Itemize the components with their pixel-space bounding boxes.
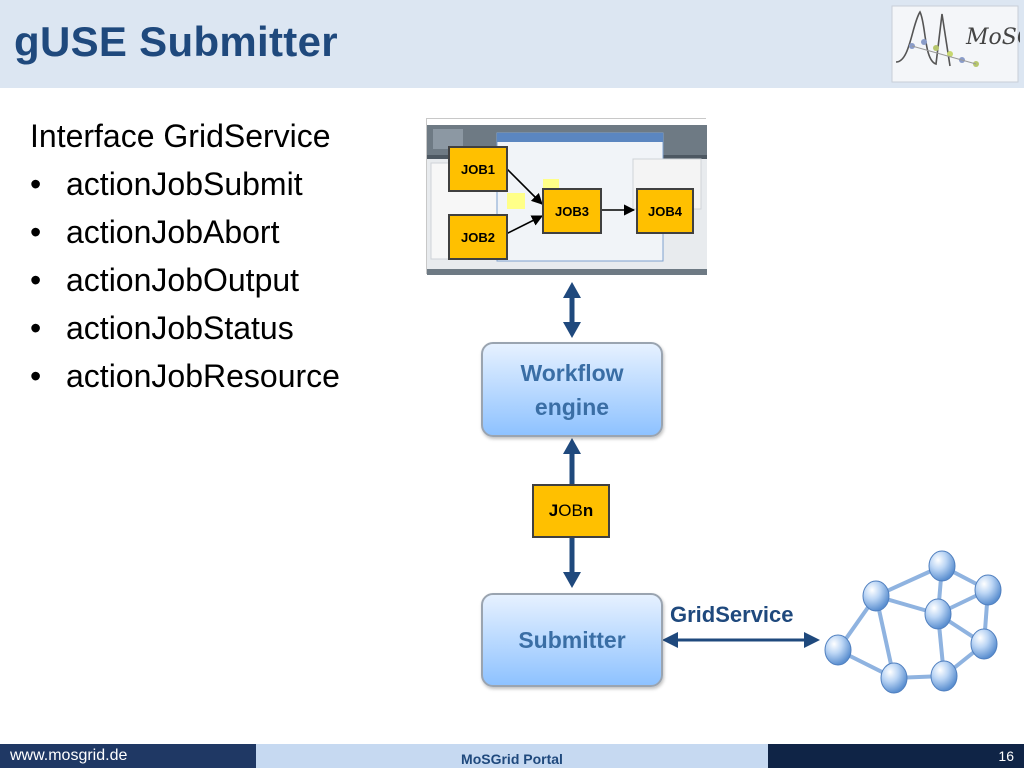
footer-portal: MoSGrid Portal <box>256 744 768 768</box>
grid-node <box>824 634 852 666</box>
footer-page-number: 16 <box>768 744 1024 768</box>
job1-node: JOB1 <box>448 146 508 192</box>
bullet-item: actionJobResource <box>30 352 340 400</box>
submitter-label: Submitter <box>518 627 626 653</box>
mosgrid-logo: MoSGrid <box>890 4 1024 84</box>
jobn-suffix: n <box>582 501 594 520</box>
jobn-prefix: J <box>548 501 559 520</box>
interface-list: Interface GridService actionJobSubmit ac… <box>30 112 340 400</box>
bullet-item: actionJobSubmit <box>30 160 340 208</box>
grid-node <box>880 662 908 694</box>
jobn-mid: OB <box>558 501 583 520</box>
job3-node: JOB3 <box>542 188 602 234</box>
job4-node: JOB4 <box>636 188 694 234</box>
bullet-item: actionJobAbort <box>30 208 340 256</box>
footer-url: www.mosgrid.de <box>0 744 256 768</box>
grid-network-icon <box>824 550 1002 694</box>
double-arrow-submitter-grid <box>662 632 820 648</box>
engine-label-line1: Workflow <box>520 359 624 386</box>
slide-header: gUSE Submitter MoSGrid <box>0 0 1024 88</box>
edge-job1-job3 <box>505 167 543 205</box>
grid-node <box>970 628 998 660</box>
bullet-item: actionJobOutput <box>30 256 340 304</box>
gridservice-label: GridService <box>670 602 794 627</box>
grid-node <box>928 550 956 582</box>
workflow-engine-box: Workflow engine <box>481 342 663 437</box>
interface-title: Interface GridService <box>30 118 331 154</box>
grid-node <box>924 598 952 630</box>
logo-text: MoSGrid <box>965 25 1020 50</box>
job2-node: JOB2 <box>448 214 508 260</box>
bullet-item: actionJobStatus <box>30 304 340 352</box>
grid-node <box>974 574 1002 606</box>
engine-label-line2: engine <box>534 393 610 420</box>
edge-job2-job3 <box>505 215 544 235</box>
submitter-box: Submitter <box>481 593 663 687</box>
double-arrow-screenshot-engine <box>563 282 581 338</box>
slide-title: gUSE Submitter <box>14 18 338 65</box>
arrow-jobn-to-submitter <box>563 538 581 588</box>
grid-node <box>930 660 958 692</box>
arrow-jobn-to-engine <box>563 438 581 484</box>
grid-node <box>862 580 890 612</box>
